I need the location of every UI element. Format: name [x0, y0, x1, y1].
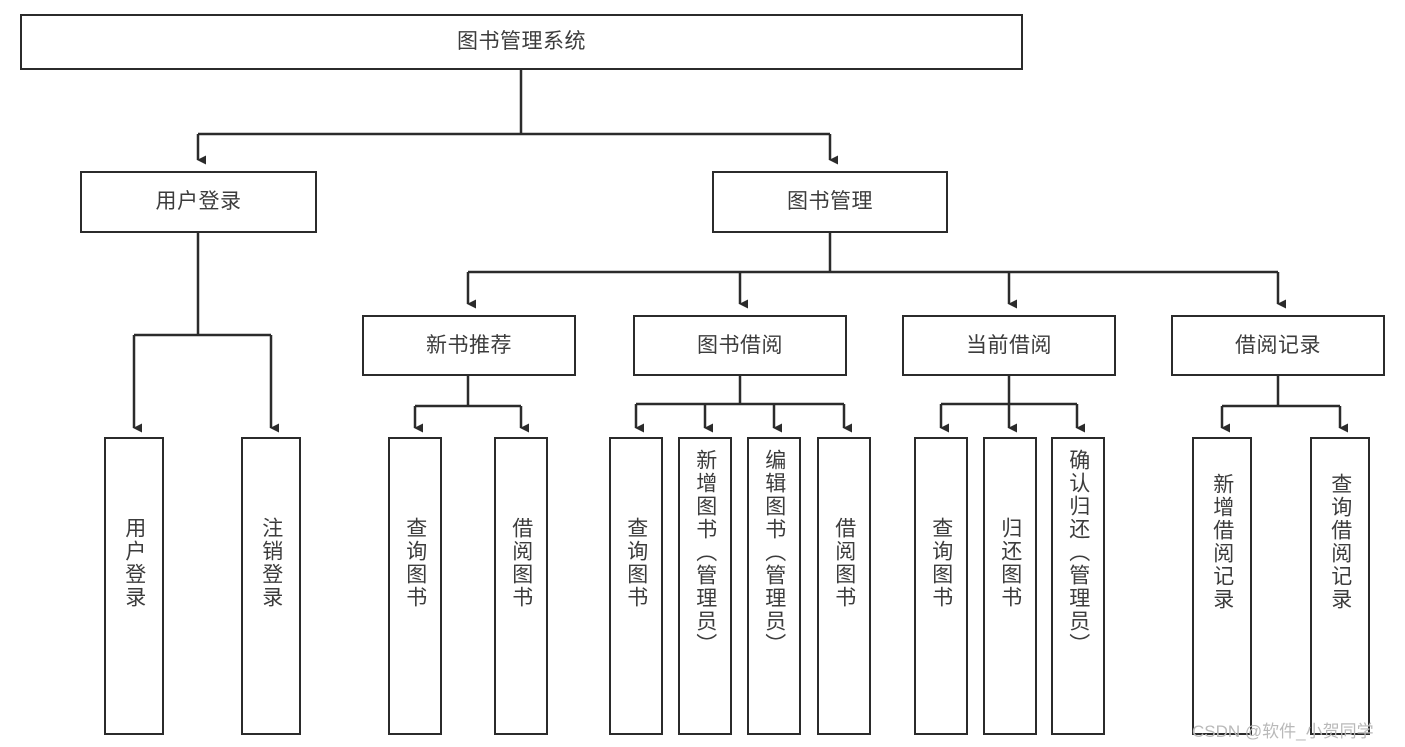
leaf-return-book-label: 归还图书 — [998, 517, 1022, 609]
leaf-query-book-2-label: 查询图书 — [624, 517, 648, 609]
leaf-query-record-label: 查询借阅记录 — [1328, 473, 1352, 611]
leaf-borrow-book-1[interactable]: 借阅图书 — [494, 437, 548, 735]
node-book-borrow[interactable]: 图书借阅 — [633, 315, 847, 376]
leaf-edit-book[interactable]: 编辑图书（管理员） — [747, 437, 801, 735]
node-new-book-recommend-label: 新书推荐 — [426, 333, 512, 357]
leaf-query-book-1[interactable]: 查询图书 — [388, 437, 442, 735]
node-book-borrow-label: 图书借阅 — [697, 333, 783, 357]
leaf-user-logout[interactable]: 注销登录 — [241, 437, 301, 735]
node-user-login[interactable]: 用户登录 — [80, 171, 317, 233]
node-current-borrow[interactable]: 当前借阅 — [902, 315, 1116, 376]
node-book-management[interactable]: 图书管理 — [712, 171, 948, 233]
leaf-edit-book-label: 编辑图书（管理员） — [762, 449, 786, 656]
node-borrow-record[interactable]: 借阅记录 — [1171, 315, 1385, 376]
leaf-query-record[interactable]: 查询借阅记录 — [1310, 437, 1370, 735]
node-new-book-recommend[interactable]: 新书推荐 — [362, 315, 576, 376]
leaf-query-book-2[interactable]: 查询图书 — [609, 437, 663, 735]
leaf-query-book-3[interactable]: 查询图书 — [914, 437, 968, 735]
leaf-query-book-3-label: 查询图书 — [929, 517, 953, 609]
leaf-borrow-book-1-label: 借阅图书 — [509, 517, 533, 609]
leaf-add-book-label: 新增图书（管理员） — [693, 449, 717, 656]
node-user-login-label: 用户登录 — [155, 190, 242, 214]
leaf-add-record-label: 新增借阅记录 — [1210, 473, 1234, 611]
leaf-borrow-book-2-label: 借阅图书 — [832, 517, 856, 609]
leaf-query-book-1-label: 查询图书 — [403, 517, 427, 609]
node-current-borrow-label: 当前借阅 — [966, 333, 1052, 357]
leaf-add-record[interactable]: 新增借阅记录 — [1192, 437, 1252, 735]
leaf-user-logout-label: 注销登录 — [259, 517, 283, 609]
leaf-user-login[interactable]: 用户登录 — [104, 437, 164, 735]
csdn-watermark: CSDN @软件_小贺同学 — [1192, 722, 1374, 741]
node-borrow-record-label: 借阅记录 — [1235, 333, 1321, 357]
leaf-confirm-return-label: 确认归还（管理员） — [1066, 449, 1090, 656]
leaf-add-book[interactable]: 新增图书（管理员） — [678, 437, 732, 735]
node-root[interactable]: 图书管理系统 — [20, 14, 1023, 70]
leaf-return-book[interactable]: 归还图书 — [983, 437, 1037, 735]
leaf-confirm-return[interactable]: 确认归还（管理员） — [1051, 437, 1105, 735]
leaf-borrow-book-2[interactable]: 借阅图书 — [817, 437, 871, 735]
leaf-user-login-label: 用户登录 — [122, 517, 146, 609]
node-root-label: 图书管理系统 — [457, 30, 586, 54]
node-book-management-label: 图书管理 — [787, 190, 873, 214]
